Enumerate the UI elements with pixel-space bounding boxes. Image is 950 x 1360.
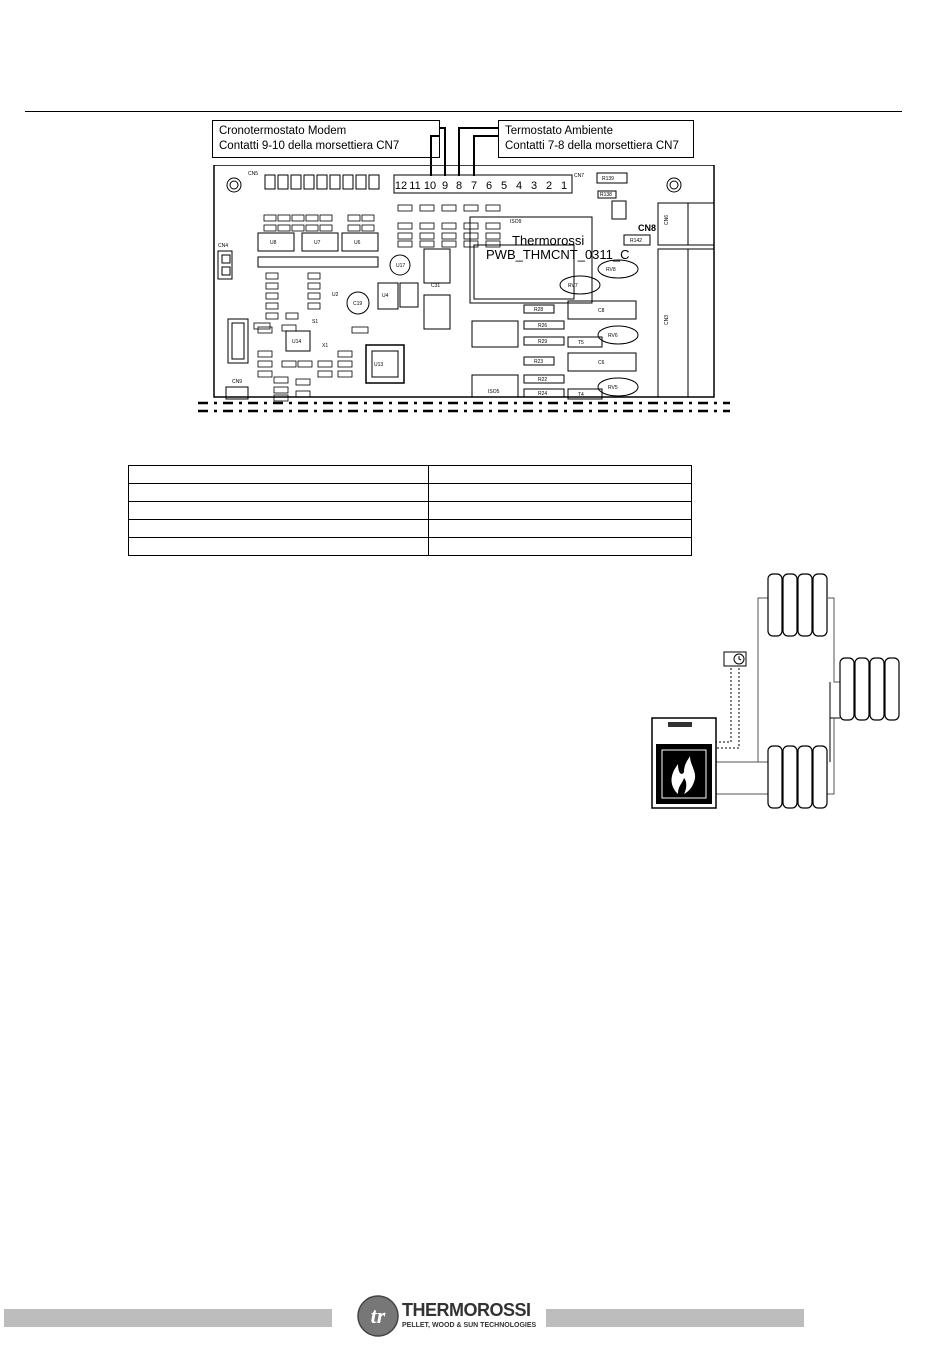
u7-label: U7 [314, 240, 321, 246]
u13-label: U13 [374, 362, 383, 368]
u2-label: U2 [332, 292, 339, 298]
table-row [128, 501, 692, 520]
footer-bar-right [546, 1309, 804, 1327]
u6-label: U6 [354, 240, 361, 246]
table-row [128, 537, 692, 556]
rv5-label: RV5 [608, 385, 618, 391]
board-code-label: PWB_THMCNT_0311_C [486, 247, 630, 262]
c31-label: C31 [431, 283, 440, 289]
cn7-pin-6: 6 [486, 180, 492, 192]
footer-brand: THERMOROSSI [402, 1300, 531, 1320]
table-row [128, 465, 692, 484]
heating-system-diagram [651, 573, 900, 809]
u8-label: U8 [270, 240, 277, 246]
r28-label: R28 [534, 307, 543, 313]
cn7-pin-9: 9 [442, 180, 448, 192]
cn4-label: CN4 [218, 243, 228, 249]
cn7-pin-5: 5 [501, 180, 507, 192]
footer-tagline: PELLET, WOOD & SUN TECHNOLOGIES [402, 1322, 537, 1329]
r142-label: R142 [630, 238, 642, 244]
thermorossi-logo-icon: tr [357, 1295, 399, 1337]
c8-label: C8 [598, 308, 605, 314]
cn9-label: CN9 [232, 379, 242, 385]
logo-mark-text: tr [371, 1303, 386, 1328]
table-row [128, 483, 692, 502]
c19-label: C19 [353, 301, 362, 307]
footer-logo: tr THERMOROSSI PELLET, WOOD & SUN TECHNO… [356, 1294, 536, 1338]
radiator-bottom [767, 745, 828, 809]
blank-table [128, 465, 692, 556]
board-brand-label: Thermorossi [512, 233, 584, 248]
callout-cronotermostato-title: Cronotermostato Modem [219, 125, 347, 137]
t4-label: T4 [578, 392, 584, 398]
r24-label: R24 [538, 391, 547, 397]
s1-label: S1 [312, 319, 318, 325]
table-cell [428, 465, 692, 484]
table-cell [428, 537, 692, 556]
cn7-pin-2: 2 [546, 180, 552, 192]
cn7-pin-11: 11 [409, 180, 420, 192]
table-cell [428, 501, 692, 520]
cn6-label: CN6 [664, 215, 670, 225]
rv8-label: RV8 [606, 267, 616, 273]
table-cell [128, 519, 429, 538]
u14-label: U14 [292, 339, 301, 345]
cn7-label: CN7 [574, 173, 584, 179]
pcb-board-diagram: 12 11 10 9 8 7 6 5 4 3 2 1 Thermorossi P… [198, 165, 730, 413]
radiator-top [767, 573, 828, 637]
table-cell [128, 501, 429, 520]
cn8-label: CN8 [638, 223, 656, 233]
cn7-pin-7: 7 [471, 180, 477, 192]
cn7-pin-8: 8 [456, 180, 462, 192]
r22-label: R22 [538, 377, 547, 383]
r23-label: R23 [534, 359, 543, 365]
callout-cronotermostato-contacts: Contatti 9-10 della morsettiera CN7 [219, 140, 400, 152]
footer-bar-left [4, 1309, 332, 1327]
callout-termostato-contacts: Contatti 7-8 della morsettiera CN7 [505, 140, 679, 152]
header-rule [25, 111, 902, 112]
stove-icon [651, 717, 717, 809]
cn7-pin-3: 3 [531, 180, 537, 192]
iso9-label: ISO9 [510, 219, 522, 225]
room-thermostat-clock-icon [723, 651, 747, 667]
table-cell [428, 519, 692, 538]
cn7-pin-10: 10 [424, 180, 436, 192]
r29-label: R29 [538, 339, 547, 345]
u17-label: U17 [396, 263, 405, 269]
t5-label: T5 [578, 340, 584, 346]
table-cell [128, 465, 429, 484]
callout-cronotermostato: Cronotermostato Modem Contatti 9-10 dell… [212, 120, 440, 158]
cn7-pin-1: 1 [561, 180, 567, 192]
callout-leader-lines [430, 127, 498, 176]
callout-termostato-title: Termostato Ambiente [505, 125, 614, 137]
r26-label: R26 [538, 323, 547, 329]
table-cell [128, 537, 429, 556]
table-row [128, 519, 692, 538]
x1-label: X1 [322, 343, 328, 349]
table-cell [428, 483, 692, 502]
u4-label: U4 [382, 293, 389, 299]
r138-label: R138 [600, 192, 612, 198]
cn7-pin-4: 4 [516, 180, 522, 192]
rv6-label: RV6 [608, 333, 618, 339]
cn5-label: CN5 [248, 171, 258, 177]
cn7-pin-12: 12 [395, 180, 407, 192]
radiator-right [839, 657, 900, 721]
table-cell [128, 483, 429, 502]
r139-label: R139 [602, 176, 614, 182]
c6-label: C6 [598, 360, 605, 366]
callout-termostato-ambiente: Termostato Ambiente Contatti 7-8 della m… [498, 120, 694, 158]
iso5-label: ISO5 [488, 389, 500, 395]
rv7-label: RV7 [568, 283, 578, 289]
cn3-label: CN3 [664, 315, 670, 325]
